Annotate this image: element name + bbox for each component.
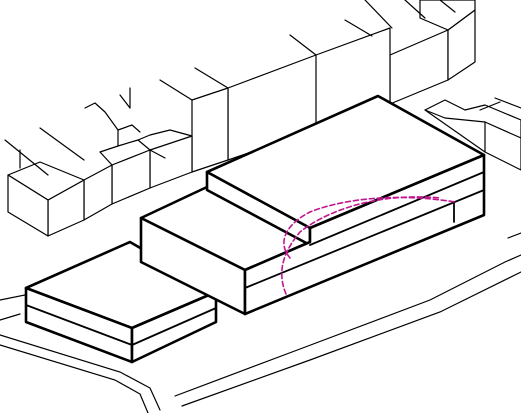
dashed-height-envelope bbox=[281, 196, 456, 295]
context-buildings bbox=[4, 0, 521, 237]
proposed-main-block bbox=[139, 94, 486, 316]
street-curb-lines bbox=[0, 232, 521, 413]
